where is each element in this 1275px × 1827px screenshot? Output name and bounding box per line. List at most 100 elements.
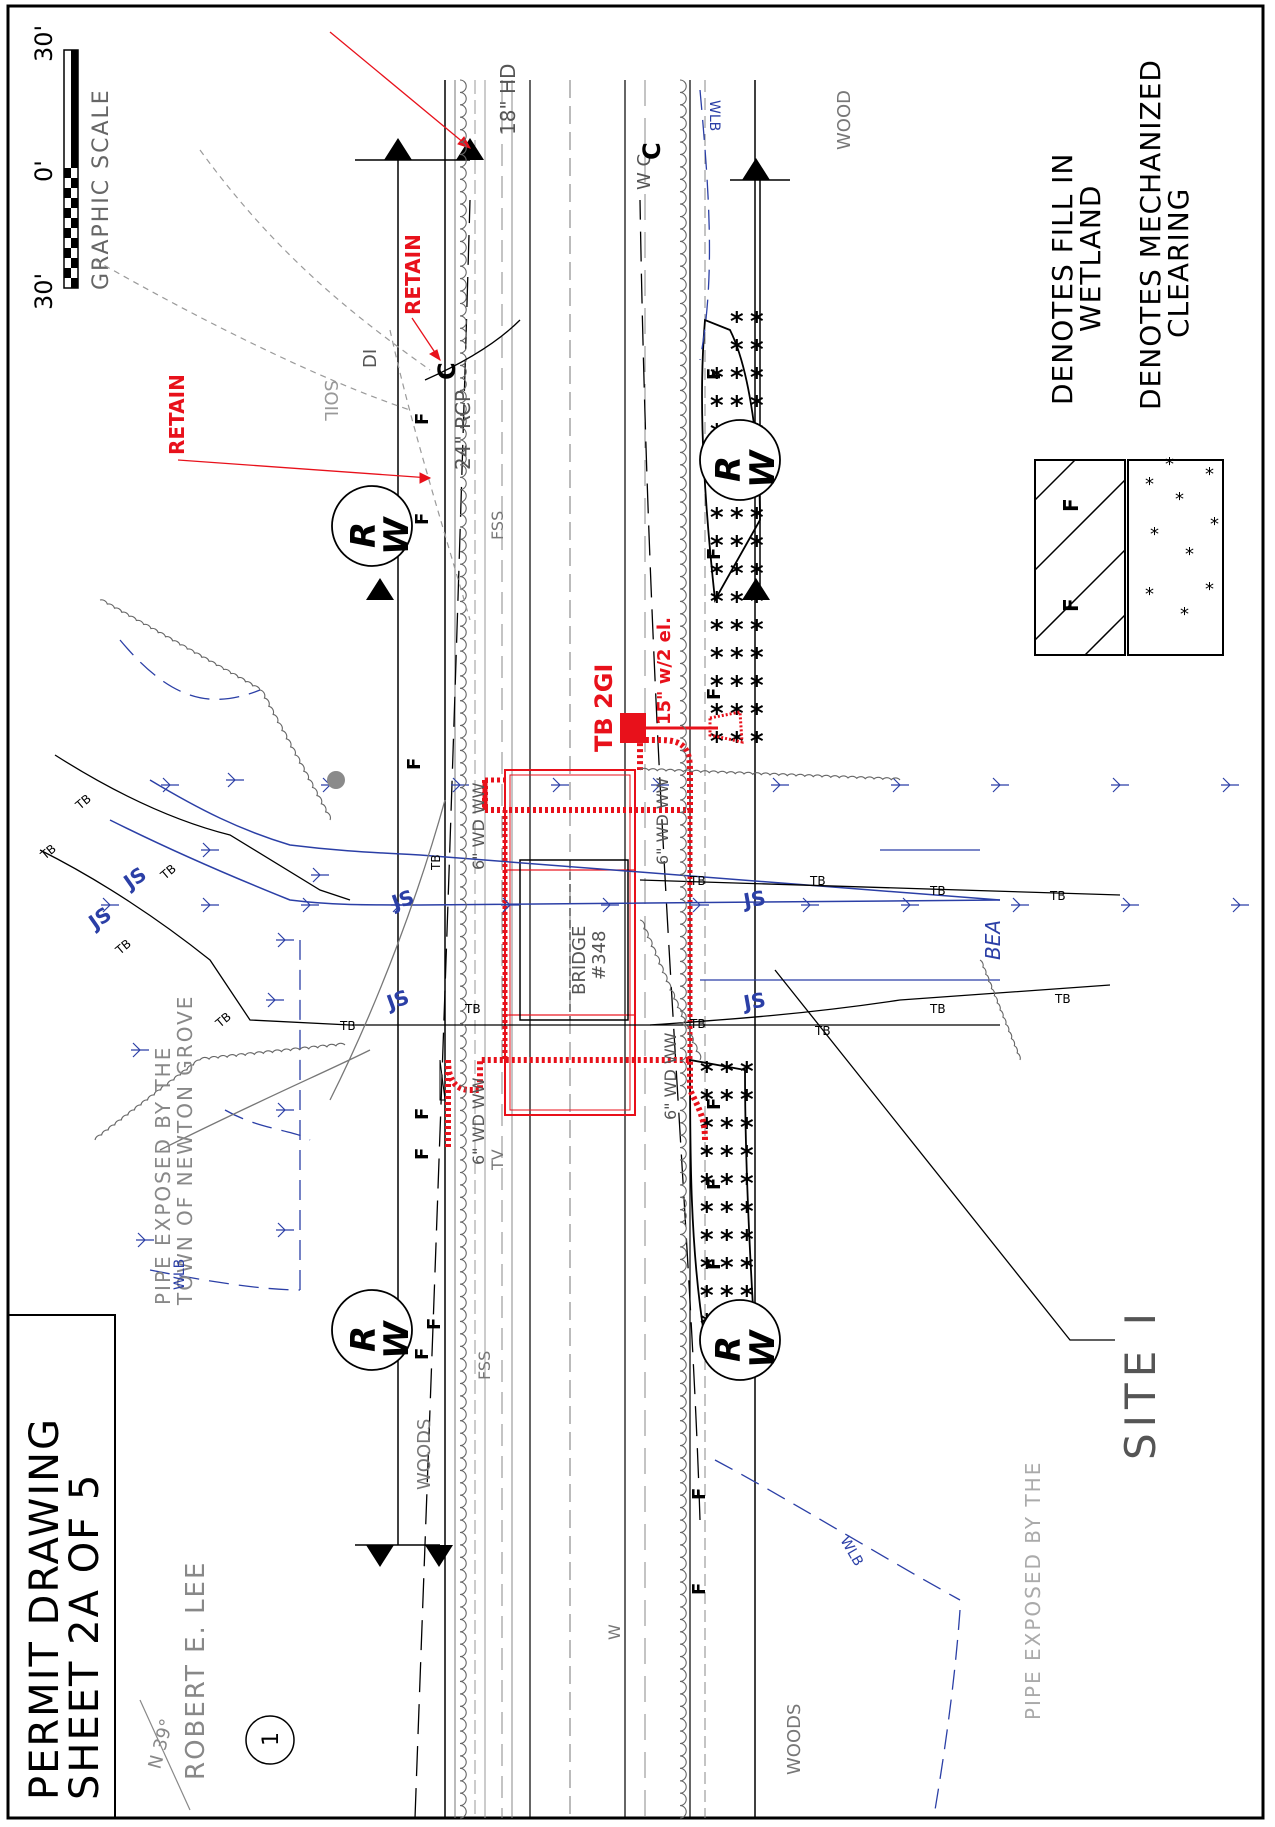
clearing-star: * bbox=[750, 559, 764, 589]
clearing-star: * bbox=[710, 615, 724, 645]
wetland-tick bbox=[162, 777, 171, 793]
drop-inlet-red bbox=[620, 713, 646, 743]
wetland-tick bbox=[902, 897, 911, 913]
fill-letter: F bbox=[412, 513, 433, 525]
clearing-star: * bbox=[720, 1197, 734, 1227]
wetland-tick bbox=[1232, 897, 1241, 913]
fill-area-upper-right bbox=[701, 318, 761, 603]
streams bbox=[109, 89, 1001, 1811]
clearing-star: * bbox=[750, 587, 764, 617]
pipe-leader-1 bbox=[159, 1049, 371, 1151]
wetland-symbol bbox=[451, 777, 469, 793]
wetland-tick bbox=[552, 777, 561, 793]
c-label: C bbox=[433, 362, 461, 380]
clearing-star: * bbox=[720, 1169, 734, 1199]
legend-star: * bbox=[1205, 464, 1214, 485]
legend-star: * bbox=[1210, 514, 1219, 535]
wetland-symbol bbox=[891, 777, 909, 793]
stream-js-upper bbox=[149, 779, 1001, 901]
clearing-star: * bbox=[730, 307, 744, 337]
clearing-star: * bbox=[750, 335, 764, 365]
pipe-note-1: PIPE EXPOSED BY THE bbox=[151, 1046, 175, 1305]
legend: F F ********** DENOTES FILL IN WETLAND D… bbox=[1034, 59, 1224, 656]
legend-star: * bbox=[1145, 474, 1154, 495]
legend-star: * bbox=[1150, 524, 1159, 545]
legend-fill-hatch bbox=[1084, 614, 1126, 656]
rw-circle bbox=[331, 485, 413, 567]
clearing-star: * bbox=[740, 1253, 754, 1283]
scale-checker-cell bbox=[64, 168, 71, 178]
wetland-tick bbox=[277, 932, 286, 948]
scale-right-label: 30' bbox=[30, 25, 58, 62]
retain-arrow-top bbox=[329, 31, 471, 149]
wetland-tick bbox=[202, 897, 211, 913]
wetland-tick bbox=[1222, 777, 1231, 793]
clearing-star: * bbox=[730, 559, 744, 589]
pointer-lines bbox=[159, 319, 1115, 1341]
wetland-symbol bbox=[1121, 897, 1139, 913]
wetland-symbol bbox=[201, 842, 219, 858]
tb-line-3 bbox=[639, 879, 1121, 896]
di-label: DI bbox=[360, 349, 381, 368]
title-line-2: SHEET 2A OF 5 bbox=[62, 1473, 108, 1800]
site-label: SITE I bbox=[1116, 1307, 1165, 1460]
tb-2gi-label: TB 2GI bbox=[590, 664, 618, 752]
control-triangle bbox=[425, 1545, 453, 1567]
scale-checker bbox=[64, 168, 78, 288]
wetland-symbol bbox=[276, 1102, 294, 1118]
wetland-symbol bbox=[771, 777, 789, 793]
site-leader bbox=[774, 969, 1115, 1341]
tb-line-2 bbox=[39, 849, 1000, 1026]
rw-w: W bbox=[743, 449, 783, 488]
wetland-symbol bbox=[551, 777, 569, 793]
wetland-symbol bbox=[1231, 897, 1249, 913]
wetland-tick bbox=[1122, 897, 1131, 913]
tree-line-lower-right bbox=[639, 919, 702, 1061]
scale-checker-cell bbox=[71, 198, 78, 208]
rw-w: W bbox=[377, 516, 417, 555]
clearing-star: * bbox=[710, 559, 724, 589]
rw-marker-lower-right: R W bbox=[699, 1299, 783, 1381]
soil-lines bbox=[94, 149, 471, 621]
parcel-number: 1 bbox=[259, 1732, 284, 1746]
parcel-circle bbox=[245, 1715, 295, 1765]
soil-line-2 bbox=[199, 149, 431, 371]
clearing-star: * bbox=[730, 615, 744, 645]
tb-label: TB bbox=[429, 854, 443, 871]
clearing-star: * bbox=[710, 699, 724, 729]
legend-star: * bbox=[1180, 604, 1189, 625]
legend-star: * bbox=[1175, 489, 1184, 510]
tb-label: TB bbox=[1049, 889, 1066, 903]
wetland-symbol bbox=[161, 777, 179, 793]
clearing-star: * bbox=[710, 391, 724, 421]
bridge-deck-outline bbox=[519, 859, 629, 1021]
clearing-star: * bbox=[750, 363, 764, 393]
rcp-label: 24" RCP bbox=[451, 390, 475, 470]
scale-checker-cell bbox=[71, 218, 78, 228]
rw-r: R bbox=[344, 522, 384, 548]
js-label: JS bbox=[740, 885, 768, 913]
wetland-symbol bbox=[1111, 777, 1129, 793]
wetland-tick bbox=[227, 772, 236, 788]
arrow-head bbox=[457, 136, 472, 149]
tb-2gi-structure bbox=[620, 710, 744, 744]
js-label: JS bbox=[387, 885, 418, 916]
fill-letter: F bbox=[689, 1583, 710, 1595]
control-triangle bbox=[366, 1545, 394, 1567]
clearing-star: * bbox=[740, 1169, 754, 1199]
clearing-star: * bbox=[720, 1085, 734, 1115]
rcp-line bbox=[424, 319, 521, 381]
clearing-star: * bbox=[700, 1169, 714, 1199]
wlb-label: WLB bbox=[172, 1259, 188, 1290]
clearing-star: * bbox=[740, 1141, 754, 1171]
clearing-star: * bbox=[740, 1085, 754, 1115]
legend-fill-f-2: F bbox=[1059, 498, 1083, 512]
bridge-work bbox=[445, 737, 708, 1150]
rw-r: R bbox=[709, 1336, 749, 1362]
scale-checker-cell bbox=[71, 178, 78, 188]
tb-label: TB bbox=[157, 862, 179, 883]
title-line-1: PERMIT DRAWING bbox=[22, 1417, 68, 1800]
control-triangles bbox=[366, 138, 770, 1567]
fill-letter: F bbox=[704, 1258, 725, 1270]
clearing-star: * bbox=[720, 1253, 734, 1283]
